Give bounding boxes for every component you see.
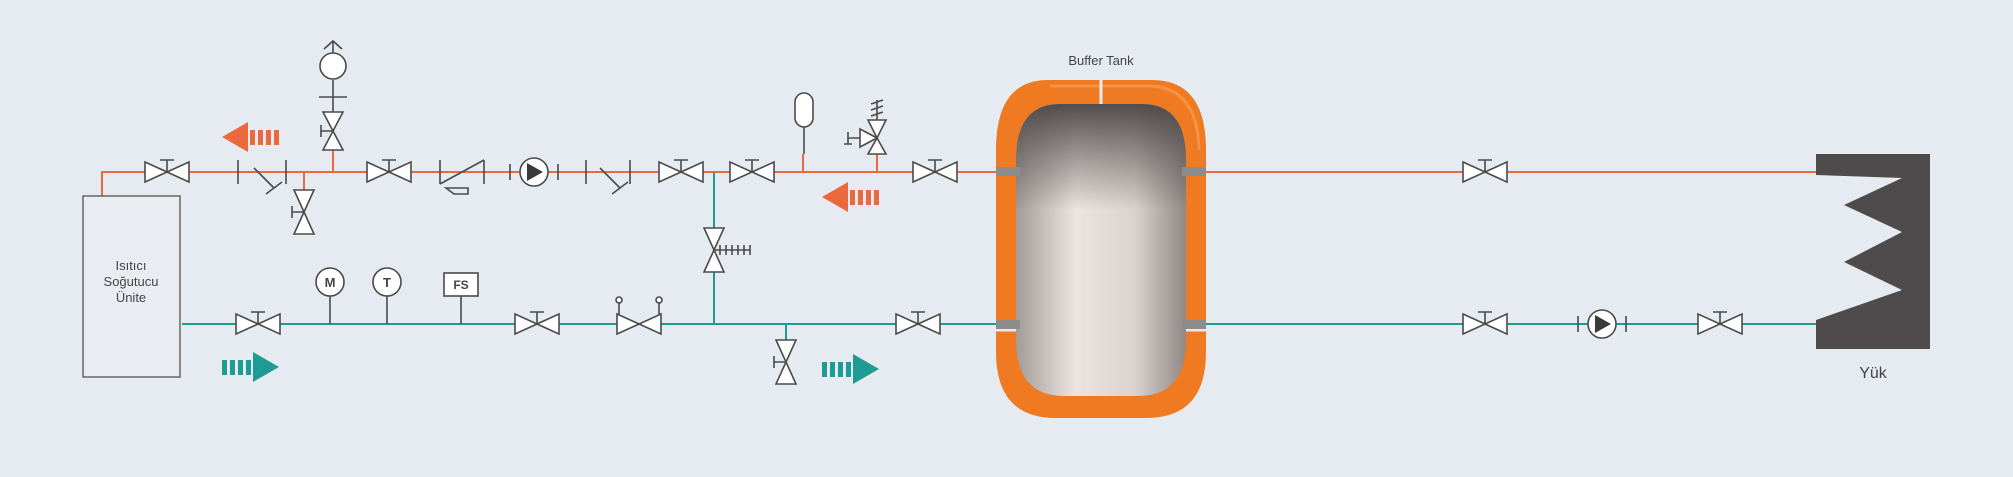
gate-valve-icon <box>729 159 775 184</box>
thermometer-icon: T <box>372 267 402 324</box>
pump-icon <box>509 157 559 187</box>
gate-valve-icon <box>658 159 704 184</box>
gate-valve-icon <box>912 159 958 184</box>
bypass-pressure-valve-icon <box>702 227 751 273</box>
strainer-icon <box>237 160 287 195</box>
manometer-label: M <box>325 275 336 290</box>
balancing-valve-icon <box>615 296 663 336</box>
load-label: Yük <box>1859 365 1888 382</box>
expansion-vessel-icon <box>794 92 814 154</box>
supply-flow-arrow-icon <box>822 182 879 212</box>
gate-valve-icon <box>895 311 941 336</box>
gate-valve-icon <box>1697 311 1743 336</box>
safety-valve-icon <box>844 99 888 155</box>
unit-label-line-2: Soğutucu <box>104 274 159 289</box>
supply-pipe <box>101 134 1818 196</box>
pump-icon <box>1577 309 1627 339</box>
check-valve-icon <box>439 159 485 195</box>
drain-valve-icon <box>773 339 798 385</box>
gate-valve-icon <box>1462 311 1508 336</box>
return-flow-arrow-icon <box>822 354 879 384</box>
manometer-icon: M <box>315 267 345 324</box>
gate-valve-icon <box>235 311 281 336</box>
gate-valve-icon <box>144 159 190 184</box>
thermometer-label: T <box>383 275 391 290</box>
flow-switch-label: FS <box>453 278 468 292</box>
supply-flow-arrow-icon <box>222 122 279 152</box>
gate-valve-icon <box>366 159 412 184</box>
buffer-tank: Buffer Tank <box>996 53 1206 418</box>
gate-valve-icon <box>514 311 560 336</box>
load-heat-exchanger: Yük <box>1816 154 1930 382</box>
return-flow-arrow-icon <box>222 352 279 382</box>
unit-label-line-3: Ünite <box>116 290 146 305</box>
gate-valve-icon <box>1462 159 1508 184</box>
unit-label-line-1: Isıtıcı <box>115 258 146 273</box>
heater-cooler-unit: Isıtıcı Soğutucu Ünite <box>82 195 181 378</box>
tank-label: Buffer Tank <box>1068 53 1134 68</box>
air-vent-icon <box>319 39 347 151</box>
drain-valve-icon <box>291 189 316 235</box>
flow-switch-icon: FS <box>443 272 479 324</box>
strainer-icon <box>585 160 631 195</box>
